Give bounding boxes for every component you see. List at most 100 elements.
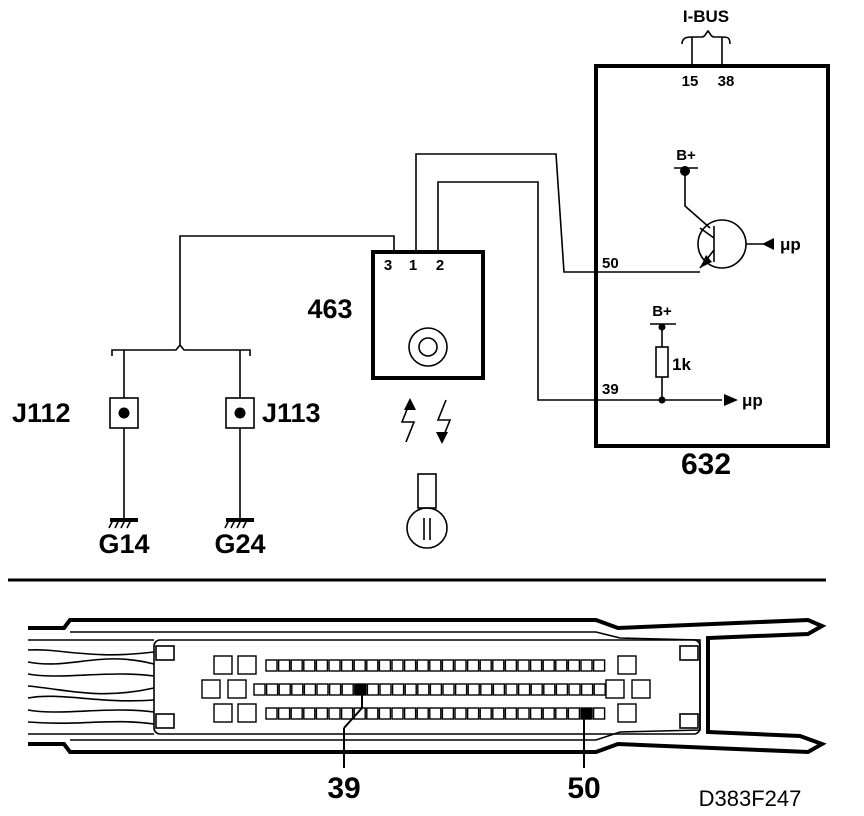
connector-j113: J113 G24	[214, 397, 321, 559]
connector-pin	[416, 707, 429, 720]
uc-top-arrow-icon	[762, 238, 774, 250]
connector-pin	[265, 707, 278, 720]
connector-pin	[416, 659, 429, 672]
connector-pin	[366, 707, 379, 720]
connector-pin	[378, 707, 392, 720]
connector-pin	[265, 683, 279, 696]
module-463-box	[371, 250, 485, 380]
connector-pin	[378, 659, 392, 672]
splice	[111, 343, 251, 398]
connector-pin	[391, 707, 404, 720]
connector-pin-large	[617, 655, 637, 675]
uc-bottom-label: μp	[742, 391, 763, 410]
pin-3-label: 3	[384, 257, 392, 274]
pin-50-label: 50	[602, 255, 619, 272]
connector-pin	[454, 707, 467, 720]
connector-pin	[441, 659, 455, 672]
connector-pin	[442, 683, 455, 696]
connector-pin	[417, 683, 430, 696]
module-463-label: 463	[307, 294, 352, 324]
connector-pin	[517, 707, 530, 720]
connector-pin	[290, 707, 303, 720]
signal-down-icon	[436, 399, 452, 441]
connector-pin	[504, 659, 518, 672]
connector-pin	[429, 707, 442, 720]
connector-pin	[341, 683, 354, 696]
connector-pin	[303, 659, 316, 672]
connector-pin	[479, 707, 492, 720]
connector-pin	[592, 707, 606, 720]
connector-pin	[492, 683, 506, 696]
connector-pin	[290, 659, 303, 672]
connector-pin	[593, 683, 606, 696]
connector-pin-large	[605, 679, 625, 699]
callout-39-label: 39	[327, 772, 360, 805]
j112-label: J112	[12, 398, 71, 428]
module-632-box	[594, 64, 830, 448]
connector-pin	[391, 659, 404, 672]
key-blade-icon	[417, 473, 437, 509]
connector-pin	[404, 683, 417, 696]
connector-pin-large	[237, 703, 257, 723]
connector-pin	[466, 707, 480, 720]
key-head-icon	[406, 507, 448, 549]
connector-pin	[454, 683, 468, 696]
connector-pin	[542, 707, 555, 720]
connector-pin	[429, 683, 443, 696]
connector-pin	[353, 707, 366, 720]
connector-pin	[454, 659, 467, 672]
ibus-label: I-BUS	[683, 7, 729, 26]
g14-label: G14	[98, 529, 149, 559]
connector-pin-39	[354, 683, 367, 696]
connector-pin	[479, 659, 492, 672]
connector-pin	[403, 707, 417, 720]
connector-pin	[366, 659, 379, 672]
connector-pin	[340, 659, 354, 672]
connector-pin	[480, 683, 493, 696]
connector-pin-50	[580, 707, 593, 720]
connector-pin	[504, 707, 518, 720]
connector-pin-large	[631, 679, 651, 699]
connector-pin	[580, 683, 594, 696]
connector-pin	[328, 659, 341, 672]
connector-pin	[328, 683, 342, 696]
connector-pin	[467, 683, 480, 696]
connector-pin	[291, 683, 304, 696]
connector-j112: J112 G14	[12, 397, 150, 559]
connector-pin	[529, 659, 543, 672]
connector-pin	[315, 659, 329, 672]
module-463: 3 1 2 463	[307, 250, 485, 549]
pin-39-label: 39	[602, 381, 619, 398]
connector-pin	[543, 683, 556, 696]
connector-pin	[555, 707, 568, 720]
connector-pin	[517, 683, 531, 696]
connector-pin	[277, 707, 291, 720]
connector-pin	[555, 659, 568, 672]
b-plus-bottom-label: B+	[652, 303, 672, 320]
resistor-value-label: 1k	[672, 355, 691, 374]
j113-label: J113	[262, 398, 321, 428]
uc-top-label: μp	[780, 235, 801, 254]
connector-pin	[278, 683, 291, 696]
connector-pin	[277, 659, 291, 672]
connector-pin	[517, 659, 530, 672]
pin-2-label: 2	[436, 257, 444, 274]
connector-pin	[303, 683, 317, 696]
connector-pin-large	[237, 655, 257, 675]
connector-pin	[441, 707, 455, 720]
ibus-bus: I-BUS	[681, 7, 731, 66]
connector-pin	[403, 659, 417, 672]
connector-pin-large	[227, 679, 247, 699]
connector-pin	[568, 683, 581, 696]
ignition-lock-icon	[408, 327, 448, 367]
pin-38-label: 38	[718, 73, 735, 90]
connector-pin-large	[617, 703, 637, 723]
module-632-label: 632	[681, 448, 731, 481]
pin-grid	[201, 655, 651, 723]
connector-pin	[567, 659, 581, 672]
connector-pin	[340, 707, 354, 720]
connector-pin	[253, 683, 266, 696]
signal-up-icon	[400, 401, 416, 443]
connector-pin	[542, 659, 555, 672]
